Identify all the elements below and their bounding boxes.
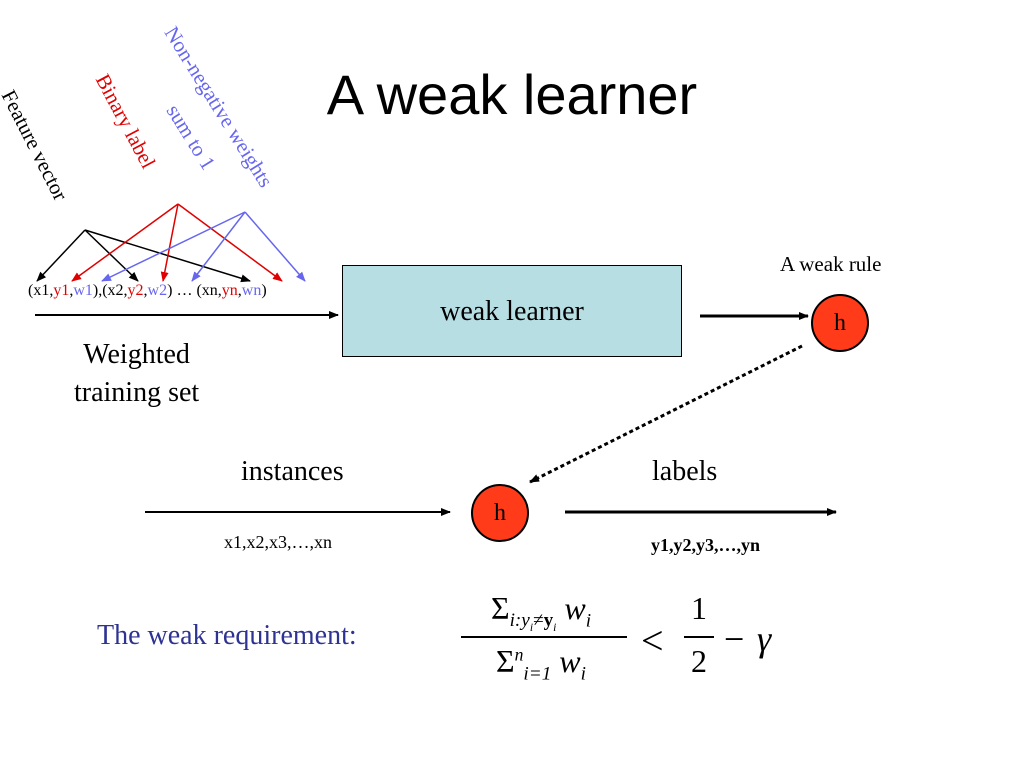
feature-arrow-x1	[36, 229, 86, 282]
half-denominator: 2	[691, 643, 707, 679]
binary-label-connectors	[71, 203, 283, 282]
formula-w: w	[556, 590, 586, 626]
neq-symbol: ≠	[533, 610, 544, 632]
weight-arrow-w2	[191, 211, 246, 282]
labels-sequence: y1,y2,y3,…,yn	[651, 535, 761, 555]
hypothesis-node-output: h	[811, 294, 869, 352]
feature-vector-connectors	[36, 229, 251, 283]
weighted-training-set-label: Weighted training set	[74, 336, 199, 412]
formula-bold-y: y	[543, 610, 554, 632]
weak-rule-label: A weak rule	[780, 252, 882, 276]
weight-arrow-wn	[244, 211, 306, 282]
tuple-comma: ,	[69, 282, 74, 299]
tuple-comma: ,	[143, 282, 148, 299]
formula-w: w	[551, 643, 581, 679]
weight-arrow-w1	[101, 211, 246, 282]
tuple-xn: ) … (xn,	[167, 282, 222, 299]
formula-numerator: Σi:yi≠yi wi	[455, 590, 627, 634]
weak-learner-box	[342, 265, 682, 357]
feature-arrow-x2	[84, 229, 139, 282]
dotted-h-arrow	[529, 344, 803, 484]
weighted-line: Weighted	[83, 339, 190, 370]
formula-sub: i:y	[509, 610, 530, 632]
formula-denominator: Σni=1 wi	[455, 643, 627, 685]
training-set-line: training set	[74, 377, 200, 408]
half-numerator: 1	[691, 590, 707, 626]
formula-sub: i	[580, 663, 586, 685]
less-than-symbol: <	[641, 618, 664, 663]
minus-symbol: −	[724, 619, 745, 659]
labels-label: labels	[652, 456, 718, 487]
label-arrow-y2	[160, 203, 179, 282]
tuple-x2: ),(x2,	[92, 282, 128, 299]
half-fraction-bar	[684, 636, 714, 638]
tuple-y2: y2	[127, 282, 144, 299]
tuple-x1: (x1,	[28, 282, 54, 299]
sum-symbol: Σ	[496, 643, 515, 679]
tuple-w2: w2	[147, 282, 168, 299]
instances-label: instances	[241, 456, 344, 487]
instances-sequence: x1,x2,x3,…,xn	[224, 532, 332, 552]
tuple-w1: w1	[73, 282, 93, 299]
weak-requirement-formula: Σi:yi≠yi wi Σni=1 wi < 1 2 − γ	[455, 590, 795, 690]
tuple-yn: yn	[221, 282, 238, 299]
weak-learner-label: weak learner	[440, 296, 584, 327]
weak-requirement-label: The weak requirement:	[97, 620, 357, 651]
formula-sub: i	[529, 622, 534, 635]
sum-symbol: Σ	[490, 590, 510, 626]
label-arrow-y1	[71, 203, 179, 282]
formula-sub: i	[553, 622, 557, 635]
weighted-tuple-sequence: (x1,y1,w1),(x2,y2,w2) … (xn,yn,wn)	[28, 282, 267, 300]
formula-sub: i	[585, 610, 592, 632]
label-arrow-yn	[177, 203, 283, 282]
gamma-symbol: γ	[757, 619, 772, 659]
formula-sub: i=1	[523, 663, 552, 685]
fraction-bar	[461, 636, 627, 638]
hypothesis-node-apply: h	[471, 484, 529, 542]
weights-connectors	[101, 211, 306, 282]
tuple-wn: wn	[241, 282, 262, 299]
tuple-y1: y1	[53, 282, 70, 299]
page-title: A weak learner	[326, 63, 698, 126]
tuple-close: )	[261, 282, 267, 299]
tuple-comma: ,	[237, 282, 242, 299]
formula-sup: n	[514, 644, 524, 665]
